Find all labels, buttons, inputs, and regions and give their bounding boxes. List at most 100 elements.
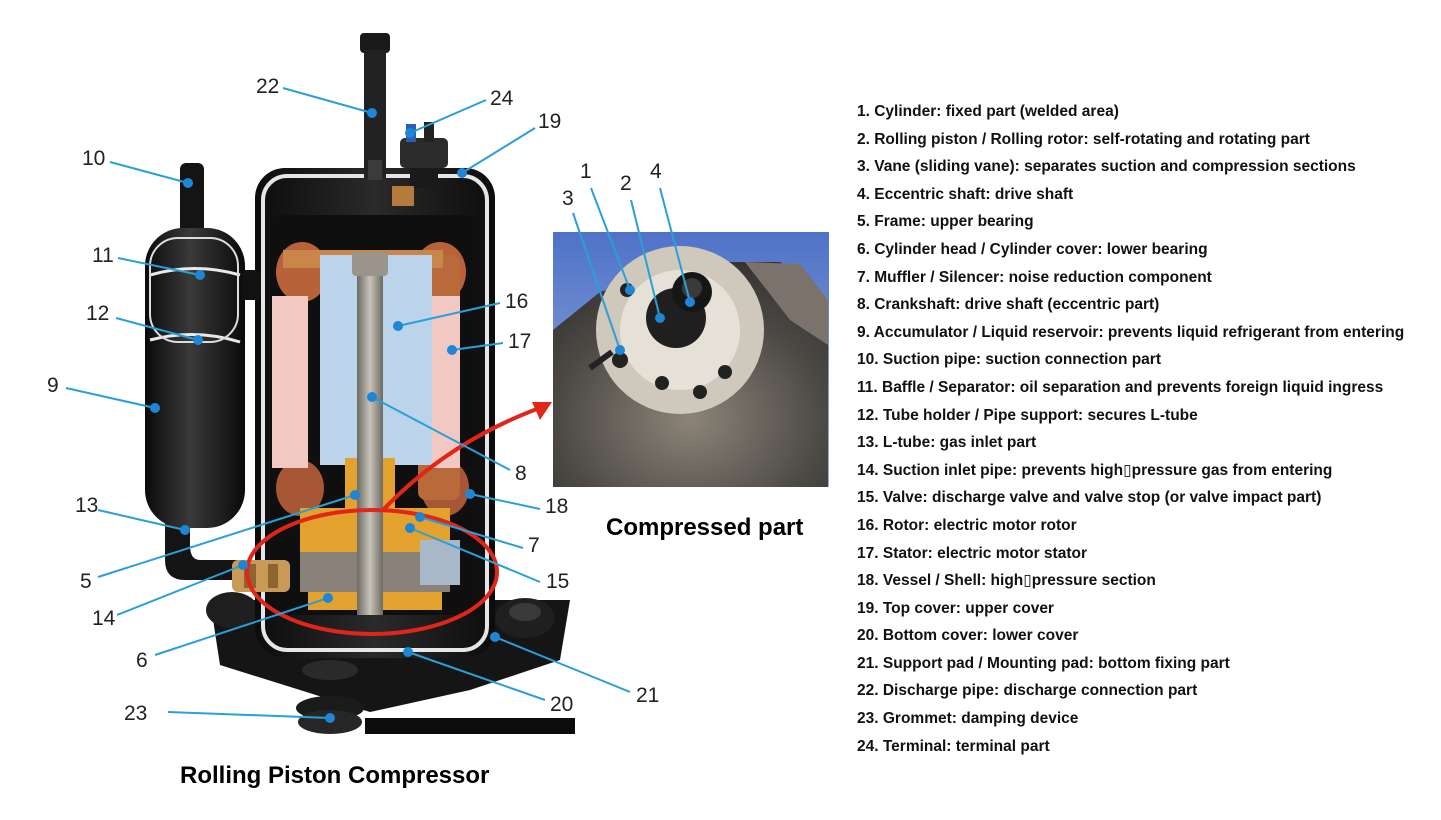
leader-line-8 [371,396,511,471]
callout-marker-1 [625,285,635,295]
callout-marker-19 [457,168,467,178]
leader-line-9 [65,387,156,409]
callout-label-18: 18 [545,495,568,518]
callout-label-12: 12 [86,302,109,325]
leader-line-15 [409,527,541,583]
leader-line-22 [282,87,373,114]
legend-item: 7. Muffler / Silencer: noise reduction c… [857,268,1212,286]
legend-item: 14. Suction inlet pipe: prevents high▯pr… [857,461,1333,479]
callout-label-22: 22 [256,75,279,98]
legend-item: 4. Eccentric shaft: drive shaft [857,185,1074,203]
leader-line-1 [590,187,631,291]
inset-caption: Compressed part [606,514,804,541]
callout-marker-16 [393,321,403,331]
callout-label-8: 8 [515,462,527,485]
compressed-part-photo [553,232,829,487]
leader-line-21 [494,636,631,693]
leader-line-2 [630,199,661,319]
legend-item: 11. Baffle / Separator: oil separation a… [857,378,1384,396]
callout-marker-15 [405,523,415,533]
leader-lines [65,87,695,723]
callout-label-6: 6 [136,649,148,672]
leader-line-11 [117,257,201,276]
callout-marker-2 [655,313,665,323]
legend-item: 21. Support pad / Mounting pad: bottom f… [857,654,1230,672]
callout-label-7: 7 [528,534,540,557]
callout-label-11: 11 [92,244,114,267]
legend-item: 1. Cylinder: fixed part (welded area) [857,103,1119,120]
callout-label-21: 21 [636,684,659,707]
terminal-wire [392,186,414,206]
legend-item: 2. Rolling piston / Rolling rotor: self-… [857,130,1310,148]
callout-label-10: 10 [82,147,105,170]
main-caption: Rolling Piston Compressor [180,762,490,789]
callout-marker-6 [323,593,333,603]
leader-line-19 [461,127,536,174]
legend-item: 5. Frame: upper bearing [857,213,1034,231]
leader-line-23 [167,711,331,719]
legend-item: 20. Bottom cover: lower cover [857,627,1079,645]
parts-legend: 1. Cylinder: fixed part (welded area) 2. … [857,98,1404,760]
terminal [400,122,448,188]
callout-marker-11 [195,270,205,280]
callout-label-2: 2 [620,172,632,195]
callout-label-16: 16 [505,290,528,313]
legend-item: 16. Rotor: electric motor rotor [857,516,1077,534]
callout-marker-21 [490,632,500,642]
callout-marker-23 [325,713,335,723]
leader-line-20 [407,651,546,701]
callout-marker-9 [150,403,160,413]
leader-line-16 [397,302,501,327]
accumulator [145,163,245,580]
legend-item: 22. Discharge pipe: discharge connection… [857,682,1198,700]
callout-label-5: 5 [80,570,92,593]
legend-item: 19. Top cover: upper cover [857,599,1054,617]
leader-line-24 [409,99,487,134]
leader-line-4 [659,187,691,303]
callout-label-23: 23 [124,702,147,725]
legend-item: 10. Suction pipe: suction connection par… [857,351,1161,369]
leader-line-6 [154,597,329,656]
callout-marker-5 [350,490,360,500]
callout-marker-22 [367,108,377,118]
legend-item: 3. Vane (sliding vane): separates suctio… [857,158,1356,176]
leader-line-3 [572,212,621,351]
legend-item: 9. Accumulator / Liquid reservoir: preve… [857,323,1405,341]
crankshaft [357,270,383,615]
callout-label-19: 19 [538,110,561,133]
callout-label-17: 17 [508,330,531,353]
callout-label-4: 4 [650,160,662,183]
legend-item: 18. Vessel / Shell: high▯pressure sectio… [857,572,1156,590]
legend-item: 6. Cylinder head / Cylinder cover: lower… [857,240,1208,258]
leader-line-7 [419,516,524,549]
callout-label-14: 14 [92,607,116,630]
callout-label-13: 13 [75,494,98,517]
callout-marker-20 [403,647,413,657]
callout-label-1: 1 [580,160,592,183]
legend-item: 8. Crankshaft: drive shaft (eccentric pa… [857,296,1160,314]
callout-marker-10 [183,178,193,188]
callout-marker-12 [193,335,203,345]
callout-label-24: 24 [490,87,514,110]
leader-line-14 [116,564,244,616]
discharge-pipe [360,33,390,180]
callout-marker-4 [685,297,695,307]
legend-item: 12. Tube holder / Pipe support: secures … [857,406,1198,424]
highlight-ring [245,508,499,636]
callout-label-9: 9 [47,374,59,397]
legend-item: 17. Stator: electric motor stator [857,544,1087,562]
leader-line-10 [109,161,189,184]
callout-marker-24 [405,128,415,138]
leader-line-12 [115,317,199,341]
leader-line-18 [469,493,541,510]
legend-item: 13. L-tube: gas inlet part [857,434,1037,452]
highlight-arrow [381,402,552,512]
callout-label-15: 15 [546,570,569,593]
callout-marker-7 [415,512,425,522]
callout-marker-17 [447,345,457,355]
legend-item: 23. Grommet: damping device [857,710,1079,728]
leader-line-17 [451,342,504,351]
